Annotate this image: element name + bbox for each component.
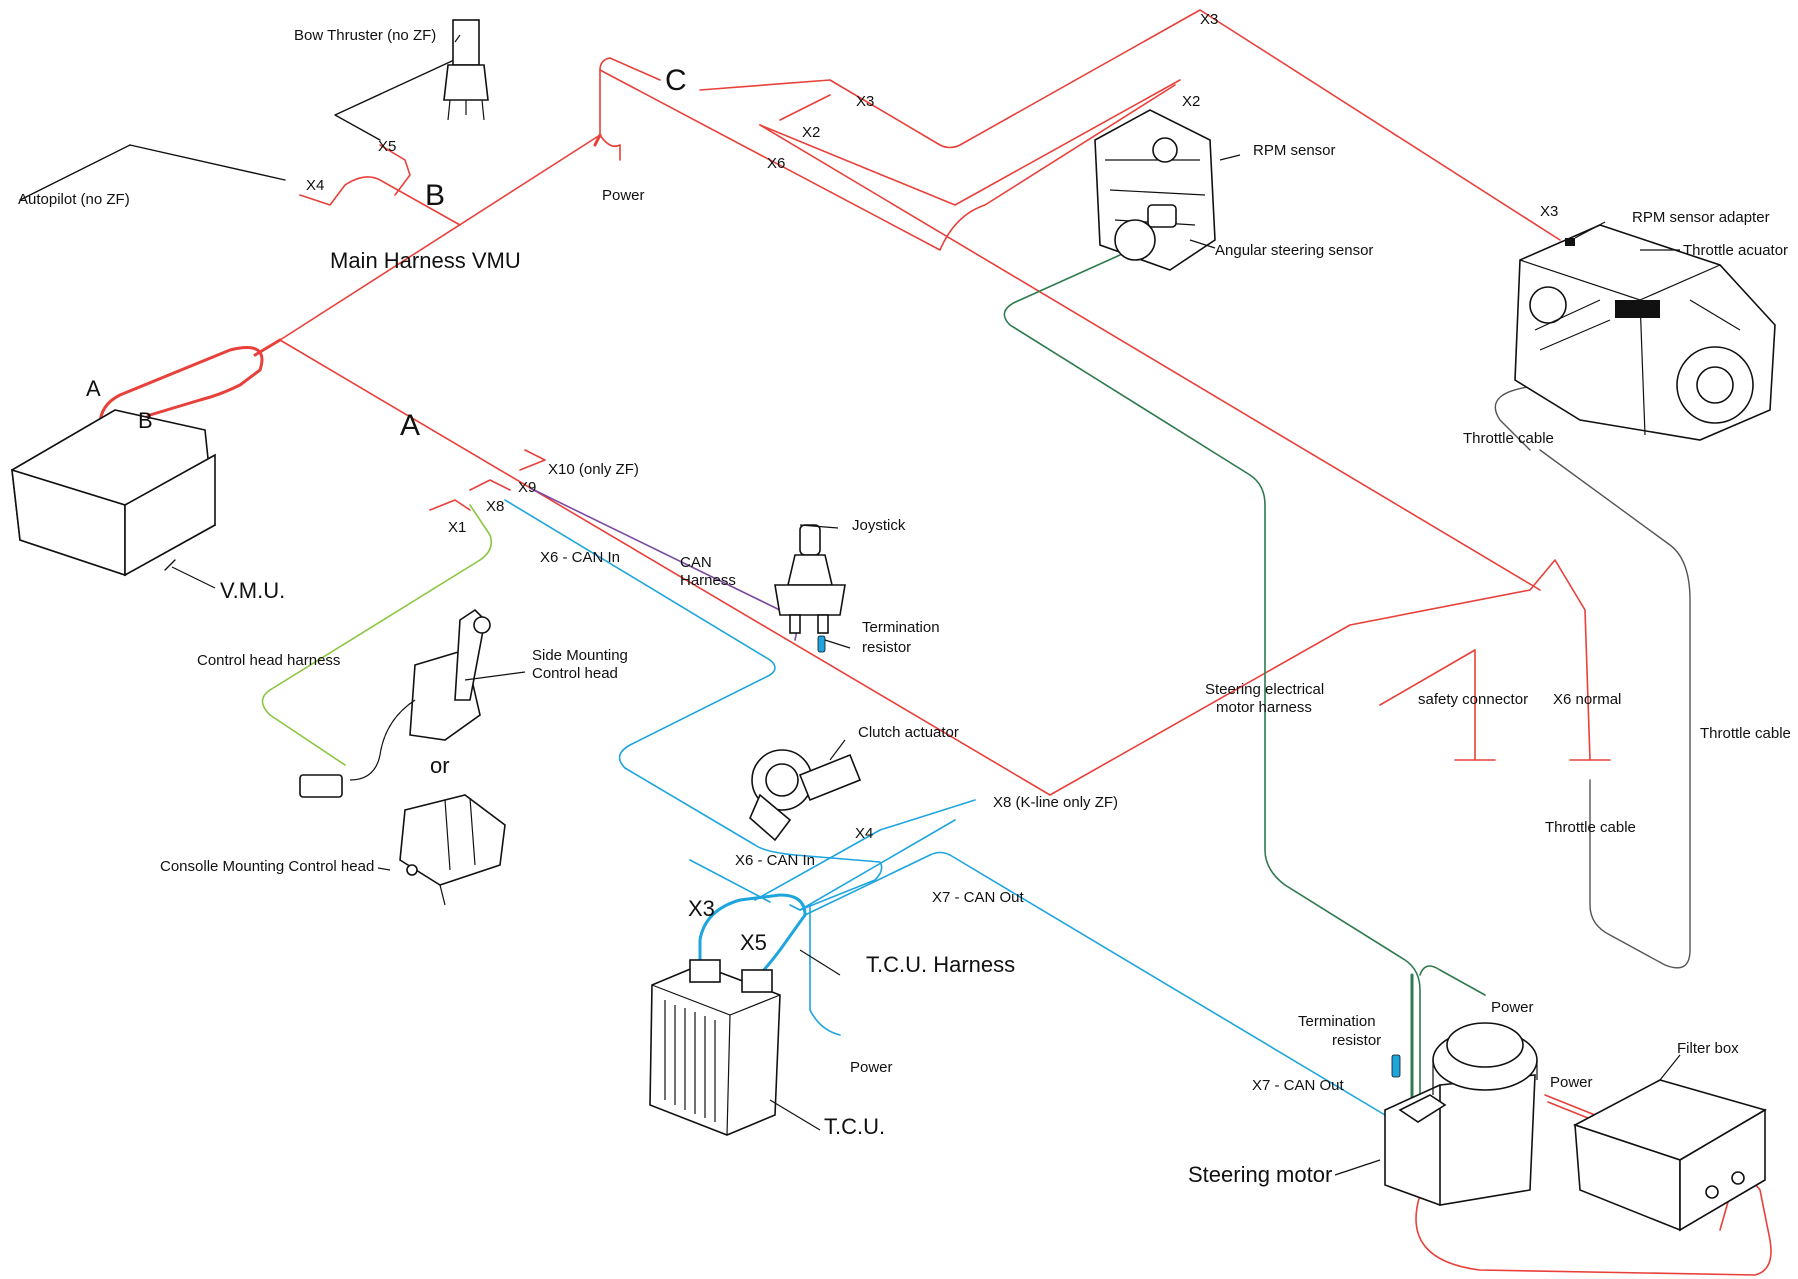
can-harness-label-2: Harness: [680, 572, 736, 589]
side-mount-label-1: Side Mounting: [532, 647, 628, 664]
x3-right-label: X3: [1540, 203, 1558, 220]
steering-motor-label: Steering motor: [1188, 1162, 1332, 1187]
x3-tcu-label: X3: [688, 896, 715, 921]
tcu-harness-label: T.C.U. Harness: [866, 952, 1015, 977]
blue-tcu-loop: [698, 893, 807, 987]
x8-kline-label: X8 (K-line only ZF): [993, 794, 1118, 811]
console-mount-label: Consolle Mounting Control head: [160, 858, 374, 875]
can-harness-label-1: CAN: [680, 554, 712, 571]
steering-harness-label-2: motor harness: [1216, 699, 1312, 716]
power-filter-label: Power: [1550, 1074, 1593, 1091]
power-tcu-label: Power: [850, 1059, 893, 1076]
autopilot-label: Autopilot (no ZF): [18, 191, 130, 208]
a-big-label: A: [400, 409, 420, 442]
termination-2-label-a: Termination: [1298, 1013, 1376, 1030]
angular-sensor-label: Angular steering sensor: [1215, 242, 1373, 259]
x3-mid-label: X3: [856, 93, 874, 110]
power-top-label: Power: [602, 187, 645, 204]
x7-can-out-bottom-label: X7 - CAN Out: [1252, 1077, 1345, 1094]
control-head-harness-label: Control head harness: [197, 652, 340, 669]
green-steering-harness: [1003, 254, 1486, 1116]
x7-can-out-top-label: X7 - CAN Out: [932, 889, 1025, 906]
x6-can-in-top-label: X6 - CAN In: [540, 549, 620, 566]
x6-mid-label: X6: [767, 155, 785, 172]
x4-clutch-label: X4: [855, 825, 873, 842]
leader-lines: [171, 34, 1681, 1176]
blue-can-wires: [504, 499, 1431, 1125]
main-harness-label: Main Harness VMU: [330, 248, 521, 273]
joystick-label: Joystick: [852, 517, 906, 534]
x2-mid-label: X2: [802, 124, 820, 141]
x5-top-label: X5: [378, 138, 396, 155]
clutch-actuator-device: [749, 749, 862, 842]
x4-top-label: X4: [306, 177, 324, 194]
filter-box-device: [1572, 1079, 1768, 1232]
x9-label: X9: [518, 479, 536, 496]
vmu-loop-wires: [98, 133, 602, 472]
engine-top-sensor-assembly: [1094, 109, 1216, 271]
gray-throttle-cables: [1494, 384, 1691, 969]
filter-box-label: Filter box: [1677, 1040, 1739, 1057]
rpm-sensor-label: RPM sensor: [1253, 142, 1336, 159]
clutch-actuator-label: Clutch actuator: [858, 724, 959, 741]
tcu-label: T.C.U.: [824, 1114, 885, 1139]
b-vmu-label: B: [138, 408, 153, 433]
x8-left-label: X8: [486, 498, 504, 515]
console-mounting-control-head-device: [399, 794, 506, 906]
termination-1-label-b: resistor: [862, 639, 911, 656]
or-label: or: [430, 753, 450, 778]
throttle-cable-2-label: Throttle cable: [1545, 819, 1636, 836]
c-top-label: C: [665, 64, 687, 97]
throttle-cable-3-label: Throttle cable: [1700, 725, 1791, 742]
steering-harness-label-1: Steering electrical: [1205, 681, 1324, 698]
x5-tcu-label: X5: [740, 930, 767, 955]
side-mounting-control-head-device: [299, 608, 491, 798]
vmu-label: V.M.U.: [220, 578, 285, 603]
throttle-actuator-label: Throttle acuator: [1683, 242, 1788, 259]
x6-normal-label: X6 normal: [1553, 691, 1621, 708]
x1-label: X1: [448, 519, 466, 536]
side-mount-label-2: Control head: [532, 665, 618, 682]
x10-label: X10 (only ZF): [548, 461, 639, 478]
red-harness-wires: [279, 9, 1772, 1276]
throttle-cable-1-label: Throttle cable: [1463, 430, 1554, 447]
x2-sensor-label: X2: [1182, 93, 1200, 110]
a-vmu-label: A: [86, 376, 101, 401]
x3-far-label: X3: [1200, 11, 1218, 28]
steering-motor-device: [1384, 1022, 1538, 1206]
bow-thruster-label: Bow Thruster (no ZF): [294, 27, 436, 44]
black-wires: [19, 54, 466, 571]
vmu-unit: [11, 409, 216, 577]
engine-device: [1514, 224, 1776, 441]
rpm-adapter-label: RPM sensor adapter: [1632, 209, 1770, 226]
power-steering-label: Power: [1491, 999, 1534, 1016]
bow-thruster-device: [443, 19, 489, 121]
termination-2-label-b: resistor: [1332, 1032, 1381, 1049]
termination-1-label-a: Termination: [862, 619, 940, 636]
x6-can-in-bottom-label: X6 - CAN In: [735, 852, 815, 869]
joystick-device: [774, 524, 846, 634]
lime-control-head-harness: [261, 504, 493, 766]
termination-resistor-2: [1391, 1054, 1401, 1078]
b-top-label: B: [425, 179, 445, 212]
tcu-device: [649, 959, 781, 1136]
safety-connector-label: safety connector: [1418, 691, 1528, 708]
termination-resistor-1: [817, 635, 826, 653]
